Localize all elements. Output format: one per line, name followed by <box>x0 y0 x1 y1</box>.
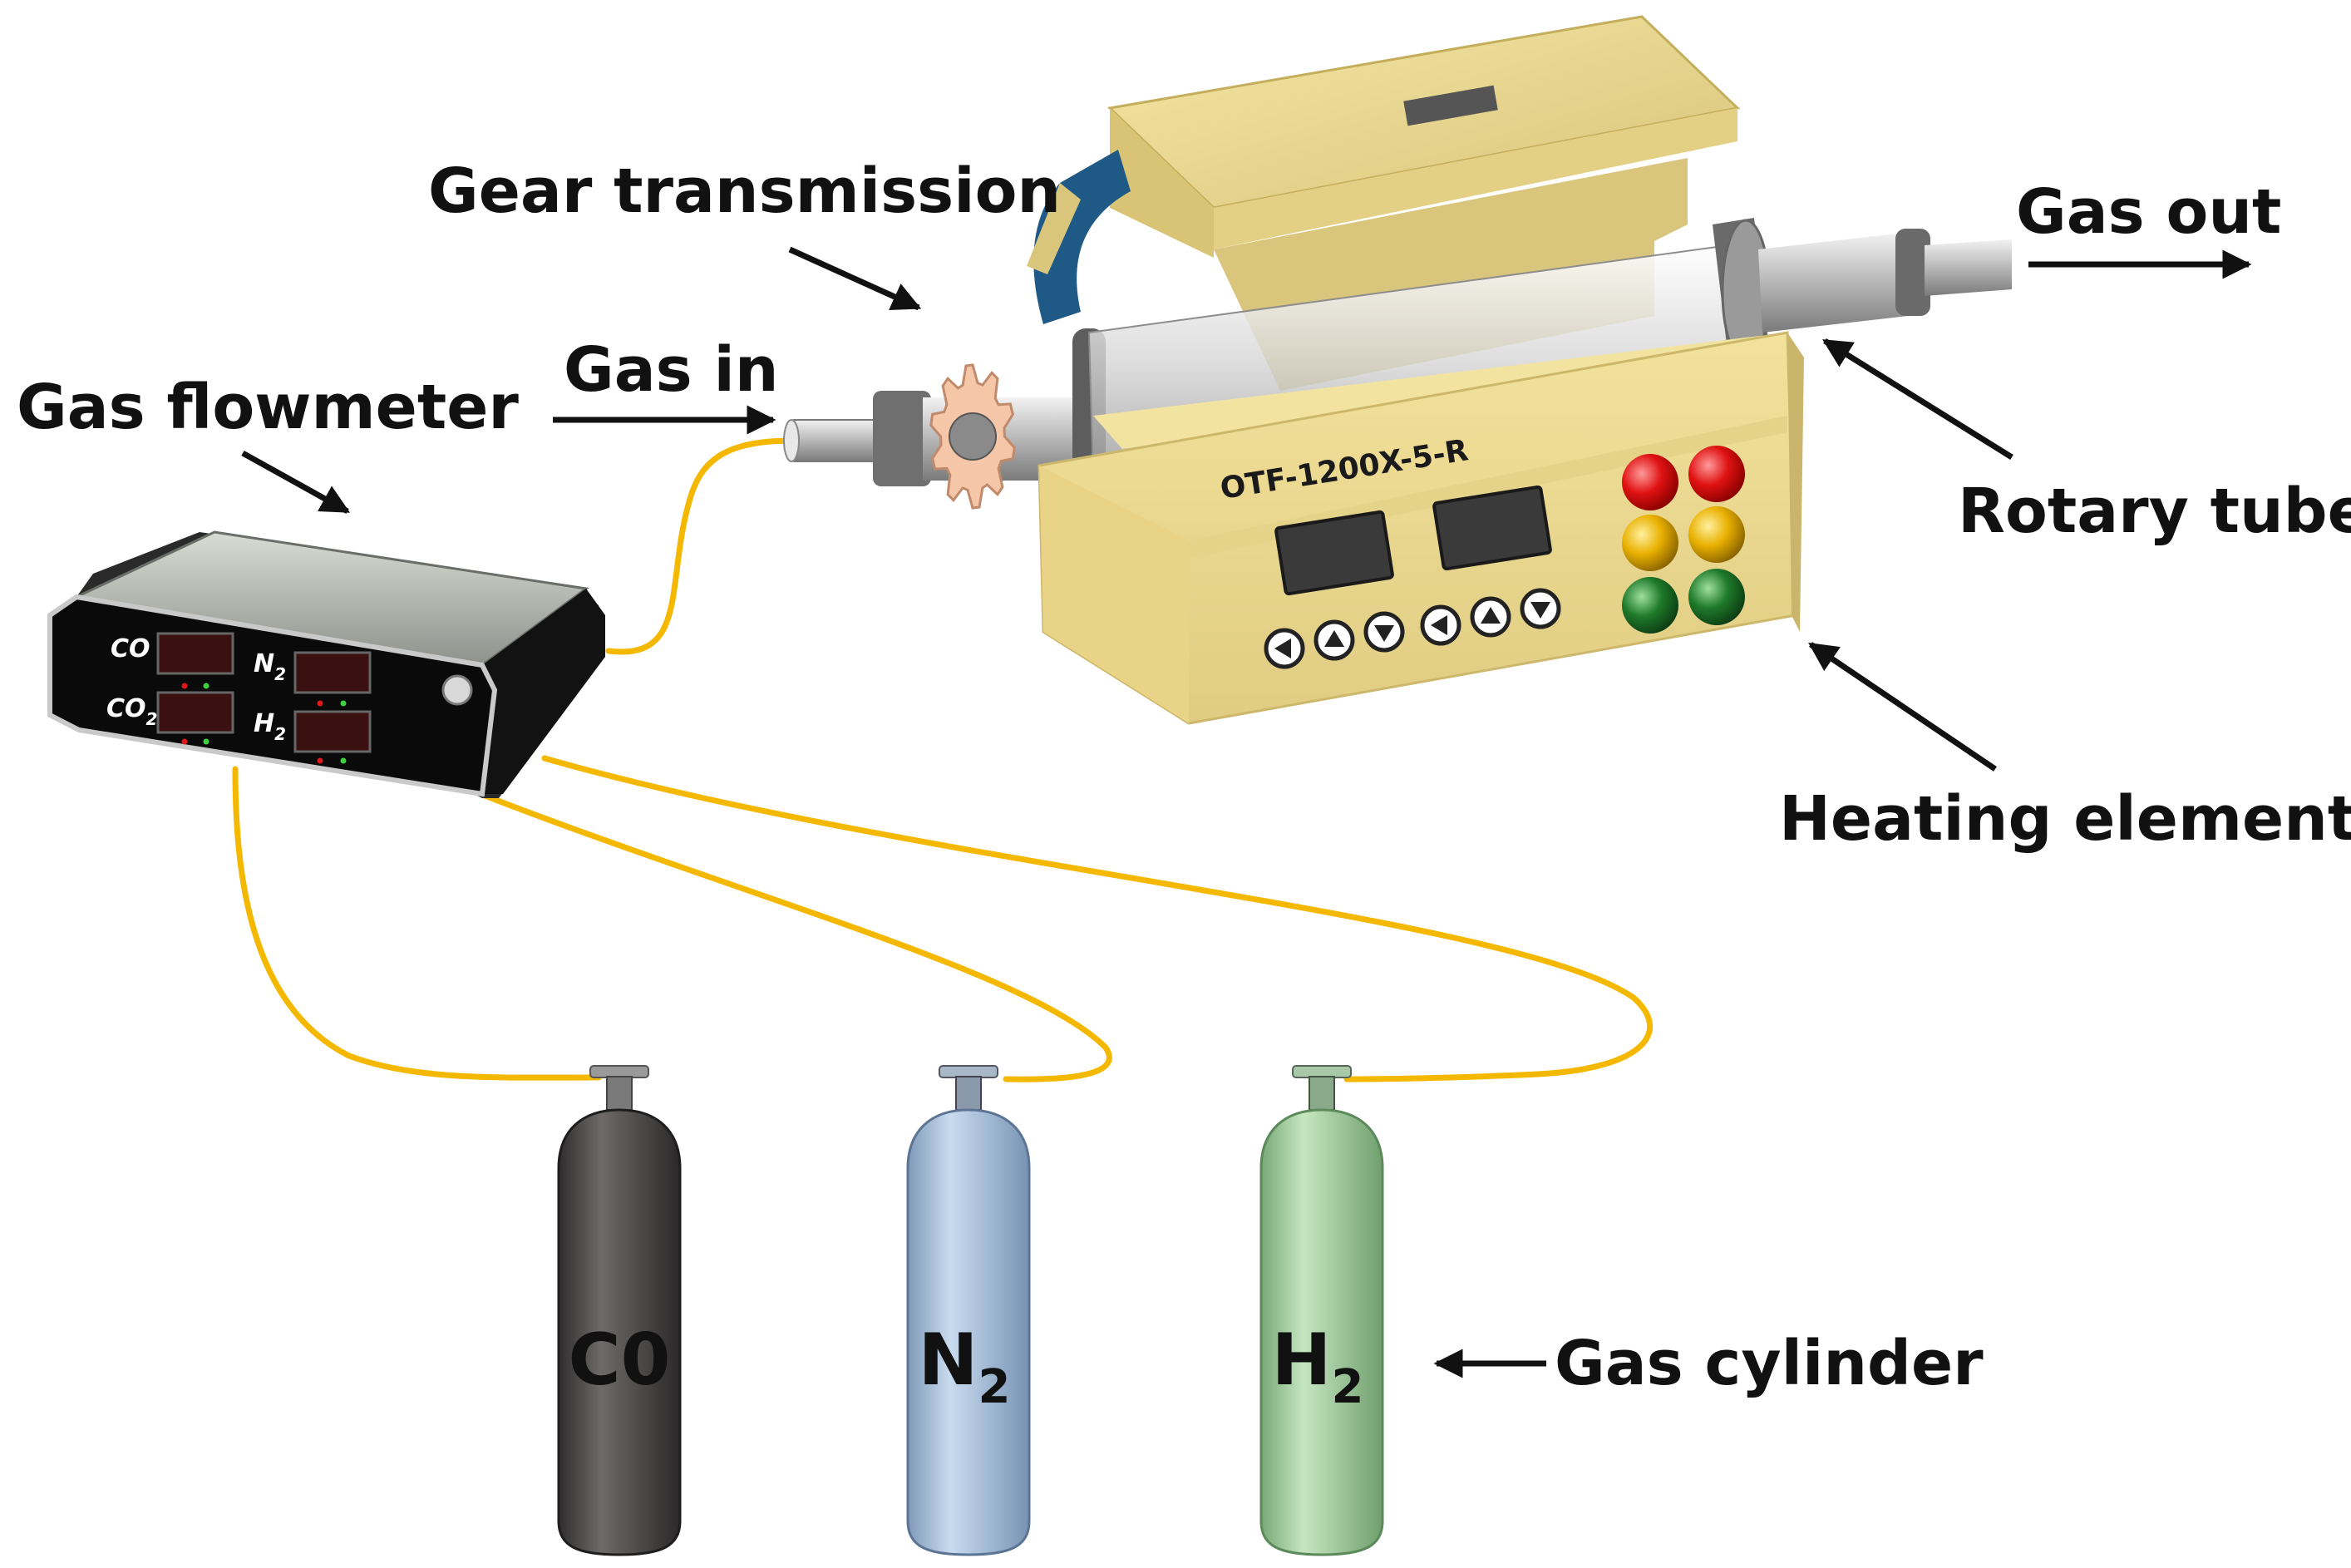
annotation-arrows <box>241 246 2252 1378</box>
gas-line-in <box>605 437 797 655</box>
light-red-2 <box>1688 446 1745 502</box>
light-green-2 <box>1688 569 1745 625</box>
label-gas-flowmeter: Gas flowmeter <box>17 372 519 443</box>
flowmeter-display-h2: H2 <box>254 709 372 764</box>
flowmeter-display-n2: N2 <box>254 649 372 707</box>
btn-up-2[interactable] <box>1470 596 1511 638</box>
arrow-heating <box>1808 642 1997 772</box>
furnace-front-panel <box>1037 331 1797 725</box>
furnace-lid-front <box>1110 108 1214 258</box>
gear-icon <box>929 363 1016 510</box>
arrow-gear <box>788 246 922 311</box>
light-yellow-1 <box>1622 515 1678 571</box>
label-gas-in: Gas in <box>564 334 779 406</box>
light-yellow-2 <box>1688 506 1745 563</box>
label-gas-out: Gas out <box>2016 176 2281 248</box>
cylinder-label-h2: H2 <box>1272 1319 1364 1414</box>
flowmeter-label-h2: H2 <box>254 709 286 744</box>
btn-left-2[interactable] <box>1420 604 1461 646</box>
label-heating-element: Heating element <box>1779 783 2351 855</box>
gas-flowmeter: CO N2 CO2 H2 <box>47 530 605 798</box>
gas-cylinder-h2: H2 <box>1259 1065 1384 1556</box>
gas-cylinder-n2: N2 <box>906 1065 1031 1556</box>
label-gear-transmission: Gear transmission <box>428 155 1061 227</box>
gas-line-h2 <box>541 755 1653 1082</box>
cylinder-label-n2: N2 <box>919 1319 1011 1414</box>
light-green-1 <box>1622 577 1678 634</box>
btn-down-1[interactable] <box>1363 611 1405 653</box>
control-buttons <box>1264 588 1561 669</box>
indicator-lights <box>1622 446 1745 634</box>
cylinder-label-co: C0 <box>569 1319 671 1402</box>
gas-line-n2 <box>477 791 1112 1082</box>
flowmeter-side <box>482 589 605 794</box>
lid-handle[interactable] <box>1403 85 1498 126</box>
gas-line-co <box>232 766 602 1081</box>
flowmeter-label-n2: N2 <box>254 649 286 684</box>
arrow-rotary-tube <box>1822 338 2013 460</box>
btn-left-1[interactable] <box>1264 628 1305 669</box>
flowmeter-display-co: CO <box>111 632 234 689</box>
furnace-side <box>1039 466 1189 723</box>
label-rotary-tube: Rotary tube <box>1958 476 2351 547</box>
display-right <box>1432 485 1552 571</box>
arrow-flowmeter <box>241 450 351 515</box>
flowmeter-knob[interactable] <box>441 674 473 706</box>
label-gas-cylinder: Gas cylinder <box>1555 1328 1984 1399</box>
light-red-1 <box>1622 454 1678 510</box>
btn-down-2[interactable] <box>1520 588 1561 629</box>
display-left <box>1274 510 1394 596</box>
furnace-body: OTF-1200X-5-R <box>1037 331 1804 725</box>
gas-cylinder-co: C0 <box>557 1065 682 1556</box>
btn-up-1[interactable] <box>1314 619 1355 661</box>
flowmeter-label-co: CO <box>111 634 150 663</box>
gas-lines <box>232 437 1653 1082</box>
flowmeter-display-co2: CO2 <box>106 691 234 745</box>
tube-outlet <box>1758 233 1908 333</box>
flowmeter-label-co2: CO2 <box>106 694 157 729</box>
